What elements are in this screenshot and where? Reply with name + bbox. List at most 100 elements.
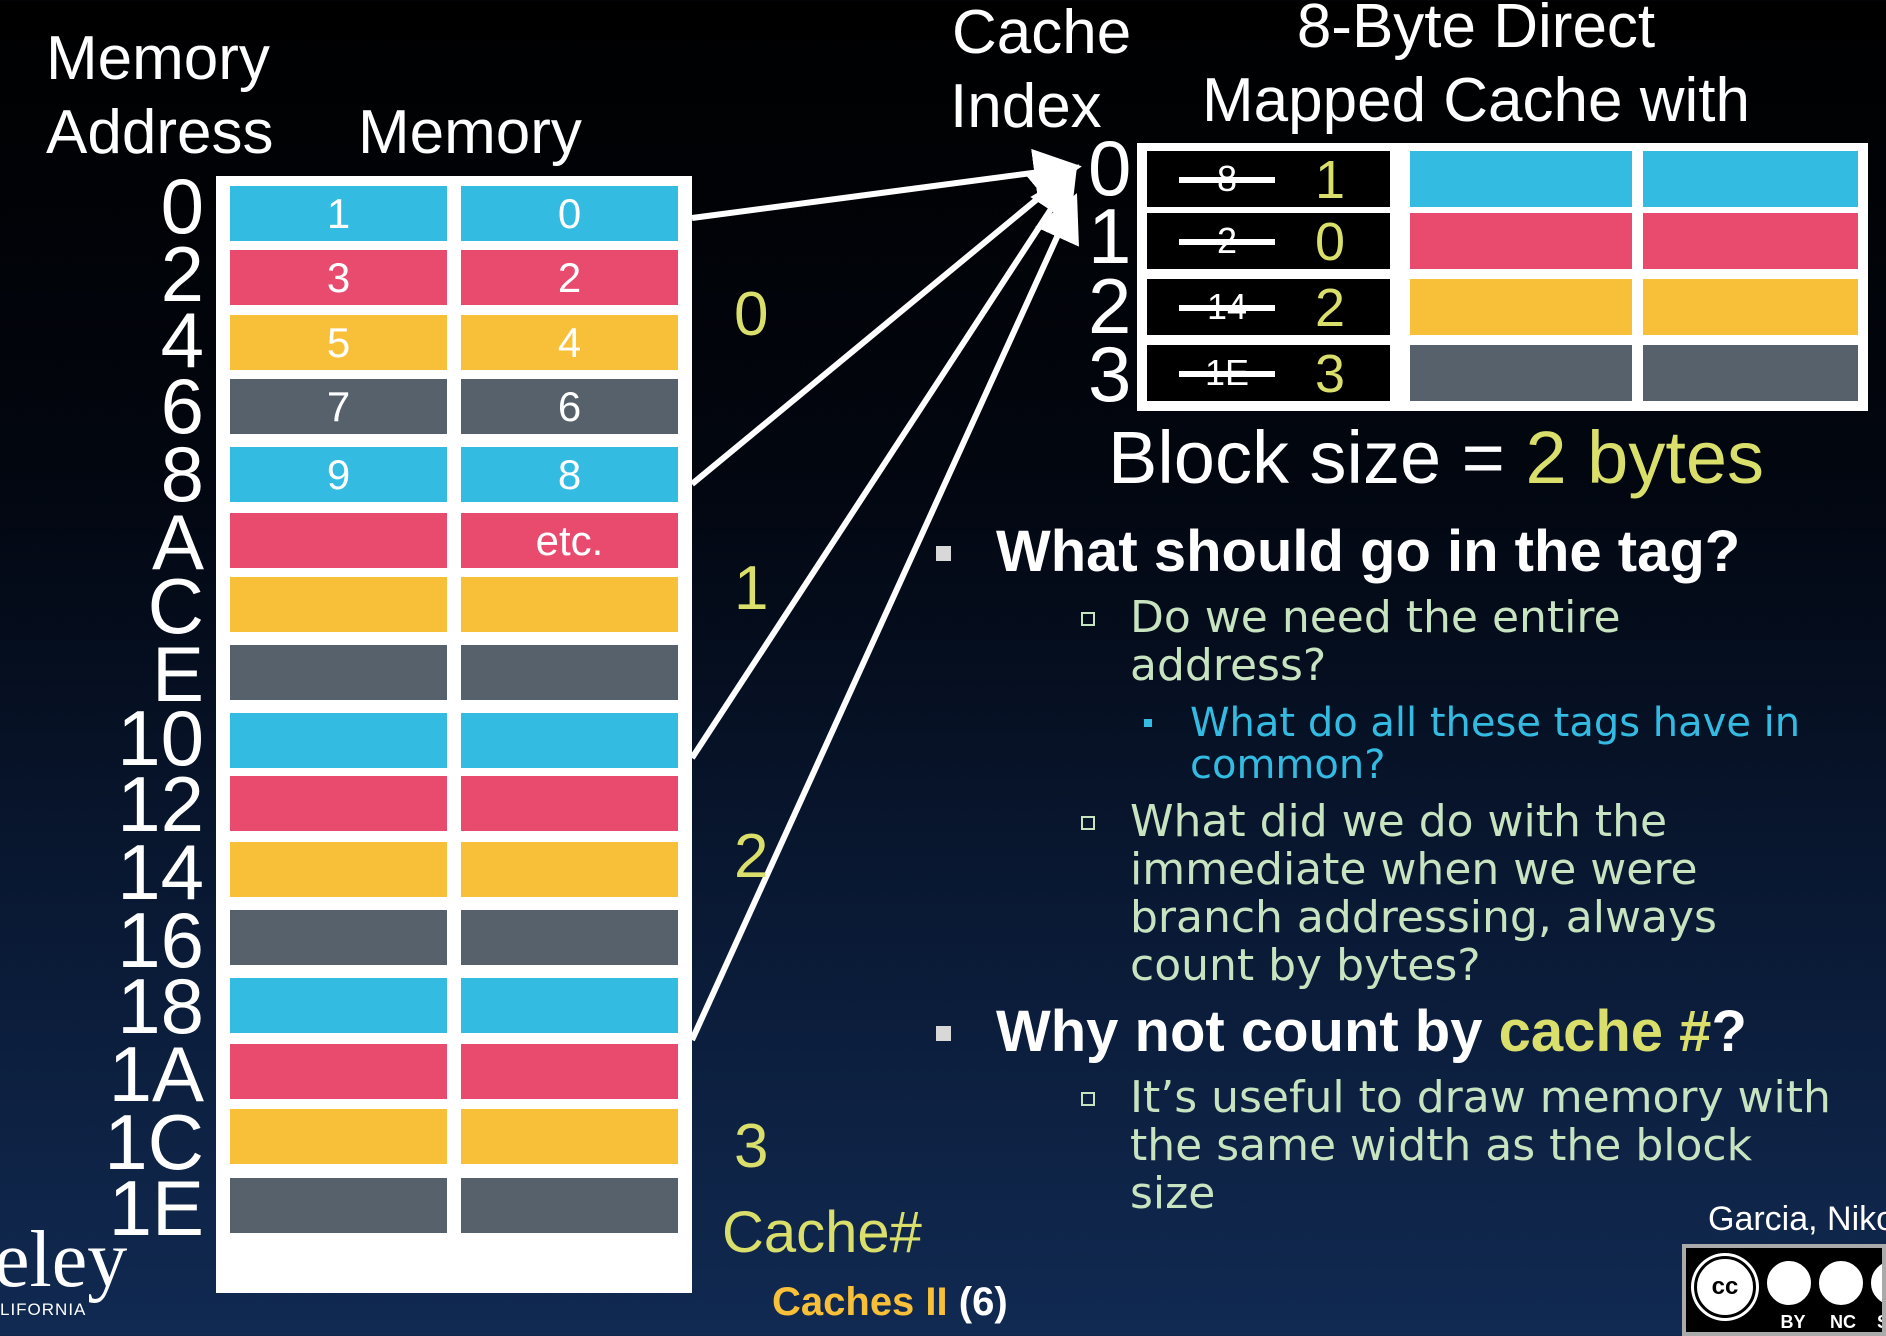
license-sa: S [1868,1312,1882,1332]
memory-byte-left [230,1109,447,1164]
q1-sub2-line1: What did we do with the [1130,796,1668,847]
memory-address-header: Memory Address [46,22,273,170]
bullet-q1: What should go in the tag? [996,519,1741,584]
cache-index-header: Cache Index [950,0,1131,144]
memory-byte-left [230,513,447,568]
q1-sub1-sub-line1: What do all these tags have in [1190,700,1801,746]
arrow-0 [691,148,1082,221]
q1-sub2-line4: count by bytes? [1130,940,1481,991]
memory-address-label: 0 [160,162,204,250]
bullet-marker [936,1026,951,1041]
new-tag: 0 [1315,212,1346,272]
memory-address-label: E [151,630,204,718]
q2-suffix: ? [1711,999,1747,1064]
q1-sub1-line1: Do we need the entire [1130,592,1621,643]
bullet-q1-sub1-sub: What do all these tags have in common? [1190,702,1800,786]
memory-byte-right: 6 [461,379,678,434]
cache-tag-cell: 81 [1147,151,1390,209]
q1-sub2-line3: branch addressing, always [1130,892,1717,943]
sa-icon [1868,1258,1882,1308]
memory-byte-right [461,1178,678,1233]
memory-byte-right [461,1044,678,1099]
memory-byte-right [461,645,678,700]
memory-header: Memory [358,98,582,167]
memory-address-label: 16 [117,896,204,984]
arrow-18 [689,193,1079,1042]
memory-address-line1: Memory [46,24,270,93]
memory-address-label: 6 [160,362,204,450]
slide-footer-title: Caches II (6) [772,1278,1008,1326]
q2-highlight: cache # [1498,999,1712,1064]
block-size-value: 2 bytes [1525,416,1765,499]
cache-hash-label: Cache# [722,1200,922,1265]
logo-subtext: LIFORNIA [0,1300,87,1319]
memory-address-label: 8 [160,430,204,518]
memory-byte-left: 1 [230,186,447,241]
memory-byte-left [230,978,447,1033]
memory-byte-right [461,577,678,632]
strikethrough [1179,239,1275,245]
bullet-q2-sub1: It’s useful to draw memory with the same… [1130,1074,1831,1218]
memory-byte-left [230,910,447,965]
q1-sub1-sub-line2: common? [1190,742,1386,788]
memory-address-label: 1C [104,1098,204,1186]
strikethrough [1179,177,1275,183]
q2-sub1-line3: size [1130,1168,1216,1219]
memory-byte-left [230,577,447,632]
memory-address-label: 2 [160,230,204,318]
cache-data-byte [1410,279,1632,335]
memory-byte-left: 9 [230,447,447,502]
cache-data-byte [1410,213,1632,269]
memory-address-label: A [151,498,204,586]
cache-data-byte [1643,151,1858,207]
old-tag: 1E [1179,345,1275,401]
cache-index-1: 1 [1088,192,1132,280]
old-tag: 8 [1179,151,1275,207]
memory-byte-left: 7 [230,379,447,434]
memory-address-label: 18 [117,962,204,1050]
logo-wordmark: eley [0,1218,128,1304]
nc-icon [1816,1258,1866,1308]
license-nc: NC [1830,1312,1856,1332]
q2-sub1-line1: It’s useful to draw memory with [1130,1072,1831,1123]
cache-data-byte [1643,345,1858,401]
memory-byte-right [461,910,678,965]
memory-byte-right [461,1109,678,1164]
memory-byte-left: 5 [230,315,447,370]
memory-byte-right: 0 [461,186,678,241]
cache-table: 81 20142 1E 3 [1137,143,1868,411]
memory-byte-left: 3 [230,250,447,305]
bullet-q1-sub2: What did we do with the immediate when w… [1130,798,1717,990]
cache-index-2: 2 [1088,262,1132,350]
memory-address-label: C [147,562,204,650]
cache-data-byte [1410,151,1632,207]
memory-byte-right: etc. [461,513,678,568]
cache-data-byte [1410,345,1632,401]
cache-data-byte [1643,213,1858,269]
new-tag: 2 [1315,278,1346,338]
cache-index-3: 3 [1088,330,1132,418]
cc-license-badge: cc BYNCS [1682,1244,1886,1336]
memory-address-label: 12 [117,760,204,848]
cache-number-1: 1 [734,554,769,623]
memory-byte-left [230,776,447,831]
q2-prefix: Why not count by [996,999,1499,1064]
author-credit: Garcia, Nikol [1708,1200,1886,1238]
sub-bullet-marker [1081,612,1095,626]
q1-sub1-line2: address? [1130,640,1327,691]
by-icon [1764,1258,1814,1308]
license-labels: BYNCS [1768,1312,1882,1332]
new-tag: 3 [1315,344,1346,404]
cache-data-byte [1643,279,1858,335]
memory-byte-right: 8 [461,447,678,502]
cache-title-line1: 8-Byte Direct [1296,0,1656,61]
memory-address-label: 10 [117,694,204,782]
memory-address-label: 4 [160,296,204,384]
sub-sub-bullet-marker [1144,719,1152,727]
memory-byte-right [461,713,678,768]
footer-page: (6) [958,1280,1008,1324]
memory-byte-left [230,713,447,768]
